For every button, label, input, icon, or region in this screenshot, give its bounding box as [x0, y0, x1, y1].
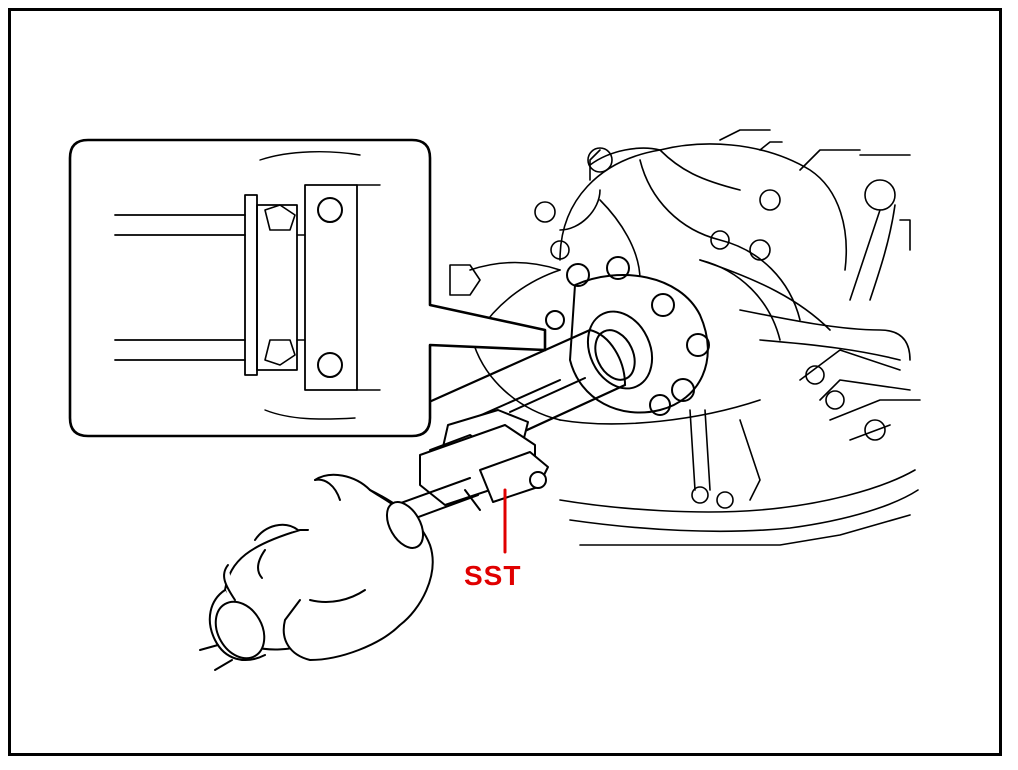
hand-with-grip	[199, 473, 434, 671]
zoom-callout	[68, 138, 547, 438]
sst-tool	[419, 409, 549, 511]
axle-flange	[545, 256, 710, 416]
sst-label: SST	[464, 560, 522, 591]
